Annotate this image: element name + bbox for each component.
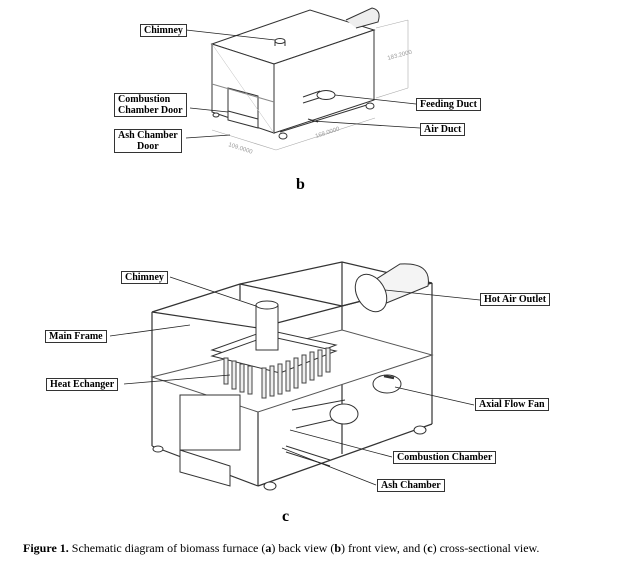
- lower-door: [179, 394, 241, 451]
- combustion-door-opening: [227, 87, 259, 129]
- callout-chimney-c-text: Chimney: [125, 272, 164, 283]
- box-right-face: [273, 29, 375, 134]
- callout-ash-chamber-door-line1: Ash Chamber: [118, 130, 178, 141]
- callout-chimney-c: Chimney: [121, 271, 168, 284]
- callout-chimney-b-text: Chimney: [144, 25, 183, 36]
- caption-text-4: ) cross-sectional view.: [432, 541, 540, 555]
- callout-combustion-chamber-door-line1: Combustion: [118, 94, 171, 105]
- caption-text-3: ) front view, and (: [341, 541, 428, 555]
- callout-ash-chamber-door-line2: Door: [137, 141, 159, 152]
- panel-label-c-text: c: [282, 508, 290, 525]
- callout-combustion-chamber: Combustion Chamber: [393, 451, 497, 464]
- callout-axial-flow-fan-text: Axial Flow Fan: [479, 399, 545, 410]
- callout-hot-air-outlet: Hot Air Outlet: [480, 293, 551, 306]
- callout-combustion-chamber-text: Combustion Chamber: [397, 452, 493, 463]
- callout-feeding-duct-text: Feeding Duct: [420, 99, 477, 110]
- chimney-tube: [255, 304, 279, 351]
- callout-chimney-b: Chimney: [140, 24, 187, 37]
- callout-ash-chamber-door: Ash Chamber Door: [114, 129, 182, 153]
- callout-combustion-chamber-door-line2: Chamber Door: [118, 105, 183, 116]
- callout-ash-chamber: Ash Chamber: [377, 479, 445, 492]
- caption-ref-a: a: [265, 541, 272, 555]
- caption-text-1: Schematic diagram of biomass furnace (: [68, 541, 266, 555]
- callout-air-duct-text: Air Duct: [424, 124, 462, 135]
- back-duct: [345, 7, 380, 29]
- heat-exchanger-tubes: [223, 347, 331, 399]
- dimension-length: 168.0000: [315, 126, 341, 140]
- callout-hot-air-outlet-text: Hot Air Outlet: [484, 294, 547, 305]
- caption-label: Figure 1.: [23, 541, 69, 555]
- chimney-small: [274, 38, 286, 44]
- axial-fan: [372, 374, 402, 394]
- callout-heat-exchanger-text: Heat Echanger: [50, 379, 115, 390]
- callout-main-frame: Main Frame: [45, 330, 107, 343]
- furnace-cross-section: [150, 261, 434, 491]
- callout-main-frame-text: Main Frame: [49, 331, 103, 342]
- callout-ash-chamber-text: Ash Chamber: [381, 480, 441, 491]
- caption-text-2: ) back view (: [271, 541, 335, 555]
- callout-axial-flow-fan: Axial Flow Fan: [475, 398, 549, 411]
- callout-feeding-duct: Feeding Duct: [416, 98, 481, 111]
- dimension-width: 109.0000: [227, 142, 253, 156]
- panel-label-b-text: b: [296, 176, 305, 193]
- caption-ref-c: c: [427, 541, 433, 555]
- feeding-duct: [302, 90, 321, 98]
- figure-caption: Figure 1. Schematic diagram of biomass f…: [23, 541, 539, 556]
- dimension-height: 183.2000: [387, 49, 413, 61]
- callout-combustion-chamber-door: Combustion Chamber Door: [114, 93, 187, 117]
- furnace-box-front-view: [210, 7, 409, 151]
- panel-label-b: b: [296, 176, 305, 194]
- callout-heat-exchanger: Heat Echanger: [46, 378, 119, 391]
- callout-air-duct: Air Duct: [420, 123, 466, 136]
- caption-ref-b: b: [334, 541, 342, 555]
- panel-label-c: c: [282, 508, 289, 526]
- leader-lines: [109, 29, 481, 486]
